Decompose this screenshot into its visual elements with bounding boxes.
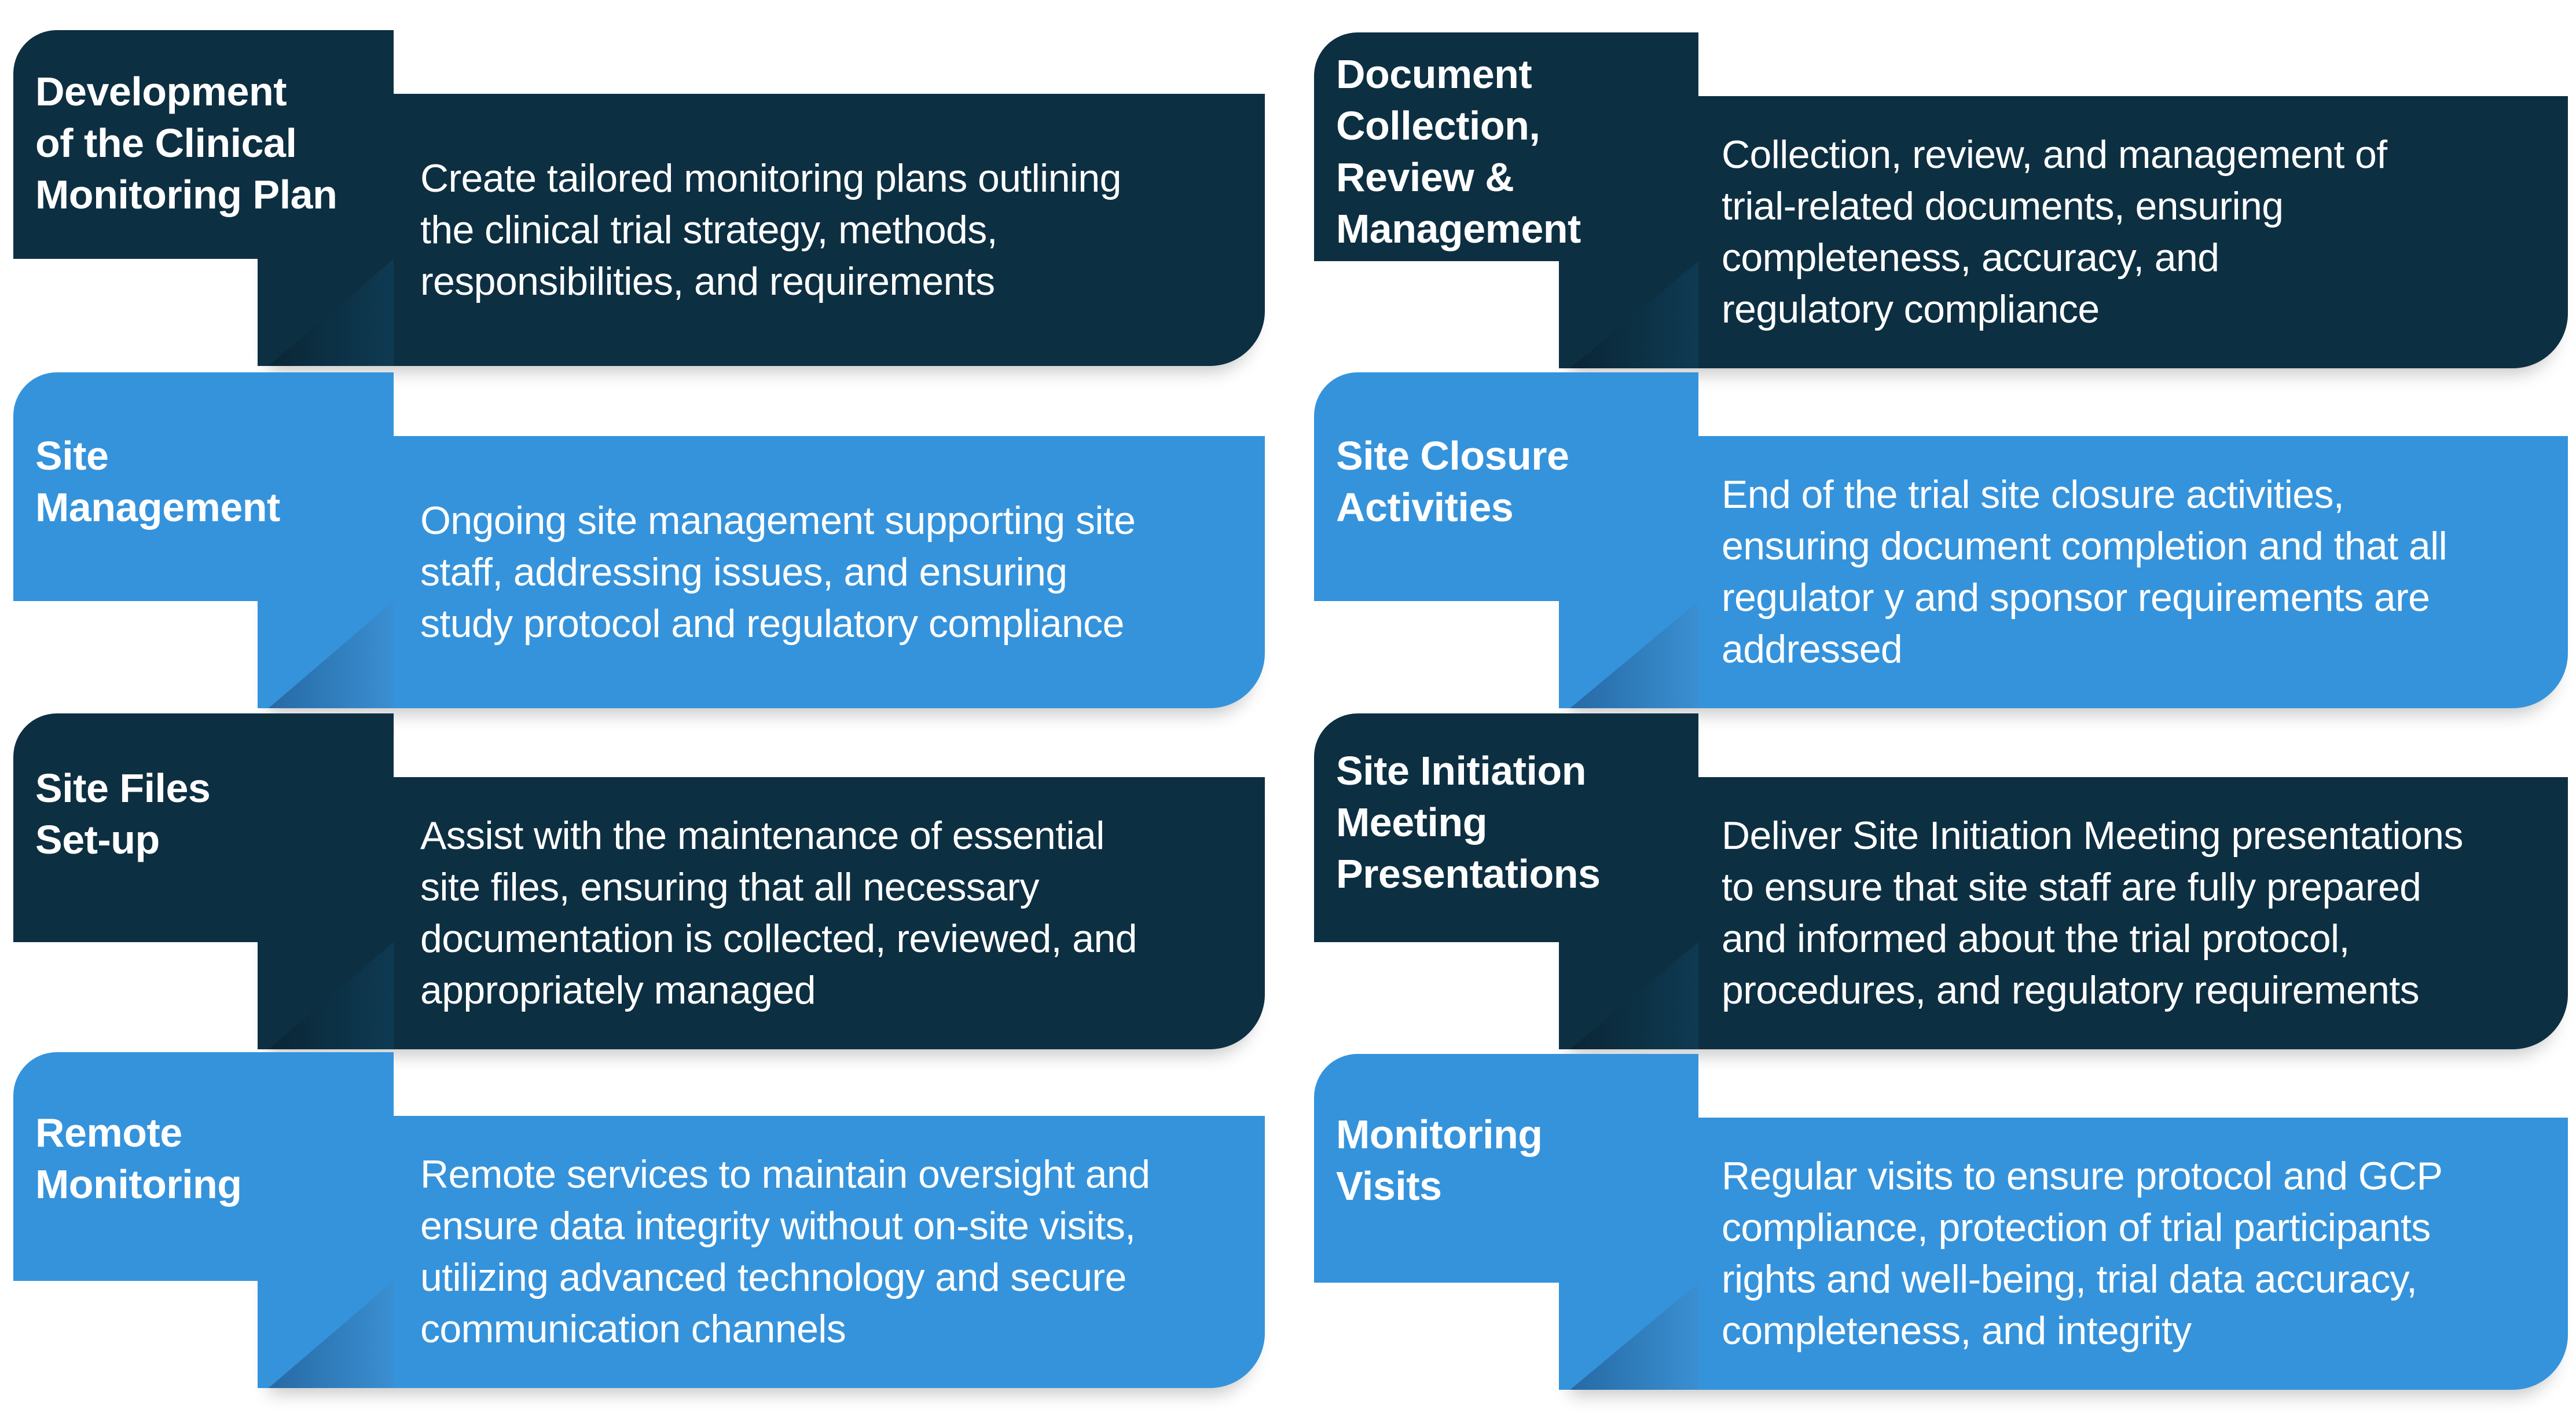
card-description: Assist with the maintenance of essential… bbox=[420, 777, 1253, 1049]
card-description-line: Regular visits to ensure protocol and GC… bbox=[1722, 1154, 2443, 1198]
card-description-line: regulator y and sponsor requirements are bbox=[1722, 576, 2430, 620]
card-title-line: Monitoring bbox=[1336, 1112, 1543, 1157]
card-description: End of the trial site closure activities… bbox=[1722, 436, 2556, 708]
service-card: Create tailored monitoring plans outlini… bbox=[13, 30, 1265, 366]
card-description-panel: Ongoing site management supporting site s… bbox=[258, 436, 1265, 708]
service-card: Collection, review, and management of tri… bbox=[1314, 32, 2568, 368]
service-card: End of the trial site closure activities… bbox=[1314, 372, 2568, 708]
card-title-line: Collection, bbox=[1336, 103, 1540, 148]
card-description-line: utilizing advanced technology and secure bbox=[420, 1255, 1126, 1299]
card-description-line: to ensure that site staff are fully prep… bbox=[1722, 865, 2421, 909]
service-card: Deliver Site Initiation Meeting presenta… bbox=[1314, 713, 2568, 1049]
card-title-line: Review & bbox=[1336, 155, 1514, 200]
card-description-panel: Deliver Site Initiation Meeting presenta… bbox=[1559, 777, 2568, 1049]
card-description-line: documentation is collected, reviewed, an… bbox=[420, 917, 1137, 961]
card-title-line: Presentations bbox=[1336, 851, 1601, 896]
service-card: Regular visits to ensure protocol and GC… bbox=[1314, 1054, 2568, 1390]
card-description-line: compliance, protection of trial particip… bbox=[1722, 1206, 2431, 1250]
card-description: Remote services to maintain oversight an… bbox=[420, 1116, 1253, 1388]
card-description-line: Collection, review, and management of bbox=[1722, 133, 2387, 177]
card-title-line: Site bbox=[35, 433, 109, 478]
card-description-panel: Assist with the maintenance of essential… bbox=[258, 777, 1265, 1049]
card-description-line: appropriately managed bbox=[420, 968, 816, 1012]
card-description-panel: Create tailored monitoring plans outlini… bbox=[258, 94, 1265, 366]
card-description-line: the clinical trial strategy, methods, bbox=[420, 207, 998, 252]
card-title-line: Activities bbox=[1336, 485, 1514, 530]
card-description-panel: Collection, review, and management of tri… bbox=[1559, 96, 2568, 368]
card-title-line: Monitoring bbox=[35, 1162, 242, 1207]
card-title-line: Management bbox=[35, 485, 280, 530]
card-description-line: completeness, and integrity bbox=[1722, 1309, 2192, 1353]
card-description-panel: Remote services to maintain oversight an… bbox=[258, 1116, 1265, 1388]
card-title-line: of the Clinical bbox=[35, 120, 297, 166]
card-description-line: End of the trial site closure activities… bbox=[1722, 473, 2344, 517]
card-description-line: Remote services to maintain oversight an… bbox=[420, 1152, 1150, 1196]
card-description-line: trial-related documents, ensuring bbox=[1722, 184, 2284, 228]
card-title-line: Management bbox=[1336, 206, 1581, 251]
card-description-line: responsibilities, and requirements bbox=[420, 259, 995, 303]
card-description-line: regulatory compliance bbox=[1722, 287, 2100, 331]
card-description-line: Create tailored monitoring plans outlini… bbox=[420, 156, 1121, 200]
card-title-line: Site Closure bbox=[1336, 433, 1569, 478]
card-description-panel: Regular visits to ensure protocol and GC… bbox=[1559, 1118, 2568, 1390]
card-title-line: Set-up bbox=[35, 817, 160, 862]
card-description: Deliver Site Initiation Meeting presenta… bbox=[1722, 777, 2556, 1049]
card-description-line: staff, addressing issues, and ensuring bbox=[420, 550, 1067, 594]
card-title-line: Document bbox=[1336, 52, 1532, 97]
card-description-line: ensure data integrity without on-site vi… bbox=[420, 1204, 1136, 1248]
card-description-line: and informed about the trial protocol, bbox=[1722, 917, 2350, 961]
card-title-line: Visits bbox=[1336, 1163, 1442, 1209]
card-title-line: Remote bbox=[35, 1110, 182, 1155]
card-description-line: ensuring document completion and that al… bbox=[1722, 524, 2447, 568]
card-title-line: Meeting bbox=[1336, 800, 1487, 845]
card-description-line: site files, ensuring that all necessary bbox=[420, 865, 1040, 909]
card-title-line: Site Initiation bbox=[1336, 748, 1586, 793]
service-card: Remote services to maintain oversight an… bbox=[13, 1052, 1265, 1388]
card-description-line: communication channels bbox=[420, 1307, 846, 1351]
card-title-line: Development bbox=[35, 69, 287, 114]
service-card: Assist with the maintenance of essential… bbox=[13, 713, 1265, 1049]
card-title-line: Site Files bbox=[35, 766, 211, 811]
card-description-line: Ongoing site management supporting site bbox=[420, 498, 1136, 543]
card-description-line: procedures, and regulatory requirements bbox=[1722, 968, 2420, 1012]
card-description-line: addressed bbox=[1722, 627, 1903, 671]
card-description-panel: End of the trial site closure activities… bbox=[1559, 436, 2568, 708]
card-description-line: study protocol and regulatory compliance bbox=[420, 601, 1124, 646]
card-description: Create tailored monitoring plans outlini… bbox=[420, 94, 1253, 366]
card-description-line: Deliver Site Initiation Meeting presenta… bbox=[1722, 814, 2463, 858]
card-description-line: Assist with the maintenance of essential bbox=[420, 814, 1104, 858]
card-description-line: rights and well-being, trial data accura… bbox=[1722, 1257, 2417, 1301]
service-card: Ongoing site management supporting site s… bbox=[13, 372, 1265, 708]
card-description: Regular visits to ensure protocol and GC… bbox=[1722, 1118, 2556, 1390]
card-description-line: completeness, accuracy, and bbox=[1722, 236, 2219, 280]
card-description: Collection, review, and management of tri… bbox=[1722, 96, 2556, 368]
card-title-line: Monitoring Plan bbox=[35, 172, 337, 217]
card-description: Ongoing site management supporting site s… bbox=[420, 436, 1253, 708]
